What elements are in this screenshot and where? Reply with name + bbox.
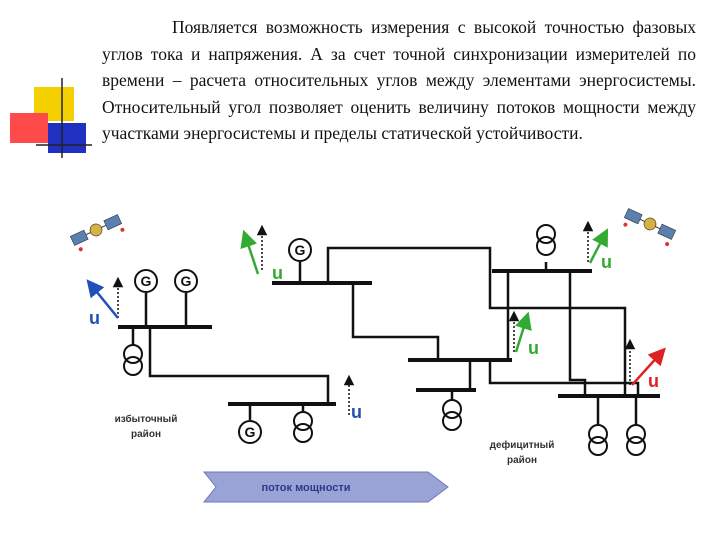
transformers — [123, 224, 646, 456]
transformer-2 — [536, 224, 556, 256]
transformer-6 — [626, 424, 646, 456]
transmission-lines — [131, 246, 640, 425]
line-bus2-bus4 — [351, 283, 440, 360]
deficit-area-label-line2: район — [507, 455, 537, 466]
transformer-3 — [293, 411, 313, 443]
power-flow-arrow: поток мощности — [202, 471, 449, 503]
line-bus1-bus5 — [148, 327, 330, 404]
power-flow-label: поток мощности — [261, 482, 350, 494]
voltage-label: u — [272, 263, 283, 283]
line-bus4-bus7 — [488, 360, 640, 396]
surplus-area-label-line1: избыточный — [115, 413, 178, 425]
generator-label: G — [295, 242, 306, 258]
decor-blue-block — [48, 123, 86, 153]
phasor-2: u — [240, 224, 283, 283]
generator-label: G — [141, 273, 152, 289]
voltage-label: u — [351, 402, 362, 422]
transformer-4 — [442, 399, 462, 431]
voltage-label: u — [648, 371, 659, 391]
transformer-5 — [588, 424, 608, 456]
decor-corner-blocks — [10, 78, 92, 158]
generator-label: G — [245, 424, 256, 440]
slide-paragraph: Появляется возможность измерения с высок… — [102, 17, 696, 143]
phasor-1: u — [86, 276, 124, 328]
voltage-label: u — [89, 308, 100, 328]
satellite-icon-left — [69, 214, 125, 252]
phasor-4: u — [508, 310, 539, 358]
generator-3: G — [288, 238, 312, 262]
generator-4: G — [238, 420, 262, 444]
surplus-area-label-line2: район — [131, 429, 161, 440]
voltage-label: u — [528, 338, 539, 358]
line-bus3-bus7 — [568, 271, 587, 396]
line-bus2-bus7 — [326, 246, 627, 396]
generator-2: G — [174, 269, 198, 293]
phasor-6: u — [624, 338, 666, 391]
deficit-area-label-line1: дефицитный — [490, 439, 555, 451]
transformer-1 — [123, 344, 143, 376]
generator-label: G — [181, 273, 192, 289]
phasor-5: u — [343, 374, 362, 422]
voltage-label: u — [601, 252, 612, 272]
phasor-3: u — [582, 220, 612, 272]
satellite-icon-right — [623, 208, 677, 247]
decor-red-block — [10, 113, 48, 143]
generator-1: G — [134, 269, 158, 293]
